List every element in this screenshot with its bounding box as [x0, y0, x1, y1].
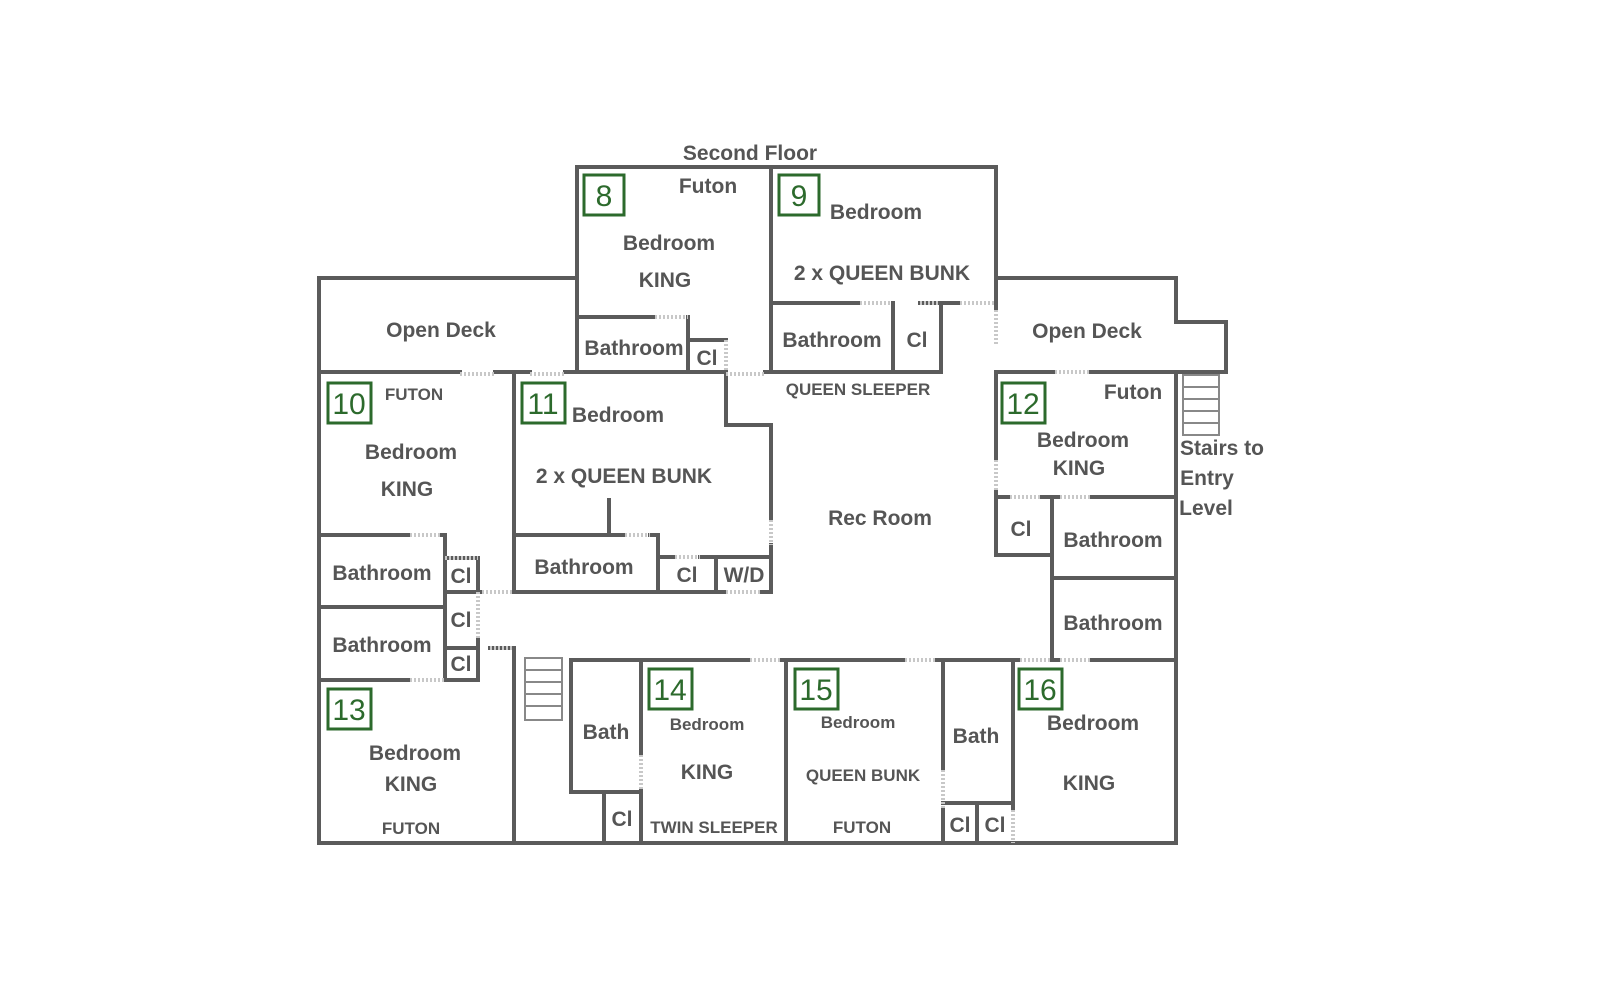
room-text: 2 x QUEEN BUNK	[536, 465, 712, 488]
closet-label: Cl	[985, 814, 1006, 837]
utility-labels: Bathroom Cl Bathroom Cl Bathroom Bathroo…	[332, 329, 1162, 837]
bath-label: Bath	[583, 721, 630, 744]
stairs-label-1: Stairs to	[1180, 437, 1264, 460]
rec-room-label: Rec Room	[828, 507, 932, 530]
room-text: Futon	[1104, 381, 1162, 404]
room-15: 15 Bedroom QUEEN BUNK FUTON	[793, 667, 921, 837]
room-text: 2 x QUEEN BUNK	[794, 262, 970, 285]
room-text: Bedroom	[670, 715, 745, 734]
bathroom-label: Bathroom	[782, 329, 881, 352]
room-10: 10 FUTON Bedroom KING	[326, 381, 457, 501]
closet-label: Cl	[1011, 518, 1032, 541]
closet-label: Cl	[612, 808, 633, 831]
bathroom-label: Bathroom	[1063, 612, 1162, 635]
bath-label: Bath	[953, 725, 1000, 748]
room-text: Bedroom	[369, 742, 461, 765]
queen-sleeper-label: QUEEN SLEEPER	[786, 380, 931, 399]
bathroom-label: Bathroom	[1063, 529, 1162, 552]
room-text: Bedroom	[623, 232, 715, 255]
room-12: 12 Futon Bedroom KING	[1000, 381, 1162, 480]
room-11: 11 Bedroom 2 x QUEEN BUNK	[520, 381, 712, 488]
open-deck-left-label: Open Deck	[386, 319, 496, 342]
room-number: 14	[653, 674, 686, 707]
bathroom-label: Bathroom	[332, 634, 431, 657]
room-9: 9 Bedroom 2 x QUEEN BUNK	[777, 173, 970, 285]
room-text: FUTON	[385, 385, 443, 404]
room-text: TWIN SLEEPER	[650, 818, 778, 837]
room-number: 15	[799, 674, 832, 707]
room-text: KING	[385, 773, 438, 796]
bathroom-label: Bathroom	[584, 337, 683, 360]
doors	[410, 301, 1090, 843]
floor-title: Second Floor	[683, 142, 817, 165]
closet-label: Cl	[697, 347, 718, 370]
room-14: 14 Bedroom KING TWIN SLEEPER	[647, 667, 778, 837]
room-number: 13	[332, 694, 365, 727]
room-number: 8	[596, 180, 613, 213]
stairs-main	[524, 657, 563, 721]
room-number: 9	[791, 180, 808, 213]
open-deck-right-label: Open Deck	[1032, 320, 1142, 343]
room-text: QUEEN BUNK	[806, 766, 921, 785]
room-text: KING	[1053, 457, 1106, 480]
room-text: FUTON	[833, 818, 891, 837]
room-text: Bedroom	[572, 404, 664, 427]
laundry-label: W/D	[724, 564, 765, 587]
closet-label: Cl	[907, 329, 928, 352]
closet-label: Cl	[677, 564, 698, 587]
room-text: KING	[639, 269, 692, 292]
room-text: Bedroom	[821, 713, 896, 732]
room-text: Bedroom	[1037, 429, 1129, 452]
closet-label: Cl	[451, 609, 472, 632]
room-number: 10	[332, 388, 365, 421]
closet-label: Cl	[451, 565, 472, 588]
room-text: Bedroom	[830, 201, 922, 224]
room-text: KING	[381, 478, 434, 501]
bathroom-label: Bathroom	[332, 562, 431, 585]
room-13: 13 Bedroom KING FUTON	[326, 687, 461, 838]
room-8: 8 Futon Bedroom KING	[582, 173, 737, 292]
room-number: 12	[1006, 388, 1039, 421]
stairs-entry	[1182, 374, 1220, 436]
stairs-label-2: Entry	[1180, 467, 1234, 490]
room-text: KING	[681, 761, 734, 784]
closet-label: Cl	[950, 814, 971, 837]
room-text: Futon	[679, 175, 737, 198]
room-text: Bedroom	[1047, 712, 1139, 735]
room-text: Bedroom	[365, 441, 457, 464]
room-number: 16	[1023, 674, 1056, 707]
room-text: FUTON	[382, 819, 440, 838]
room-text: KING	[1063, 772, 1116, 795]
bathroom-label: Bathroom	[534, 556, 633, 579]
room-16: 16 Bedroom KING	[1017, 667, 1139, 795]
closet-label: Cl	[451, 653, 472, 676]
room-number: 11	[527, 388, 558, 421]
stairs-label-3: Level	[1179, 497, 1233, 520]
